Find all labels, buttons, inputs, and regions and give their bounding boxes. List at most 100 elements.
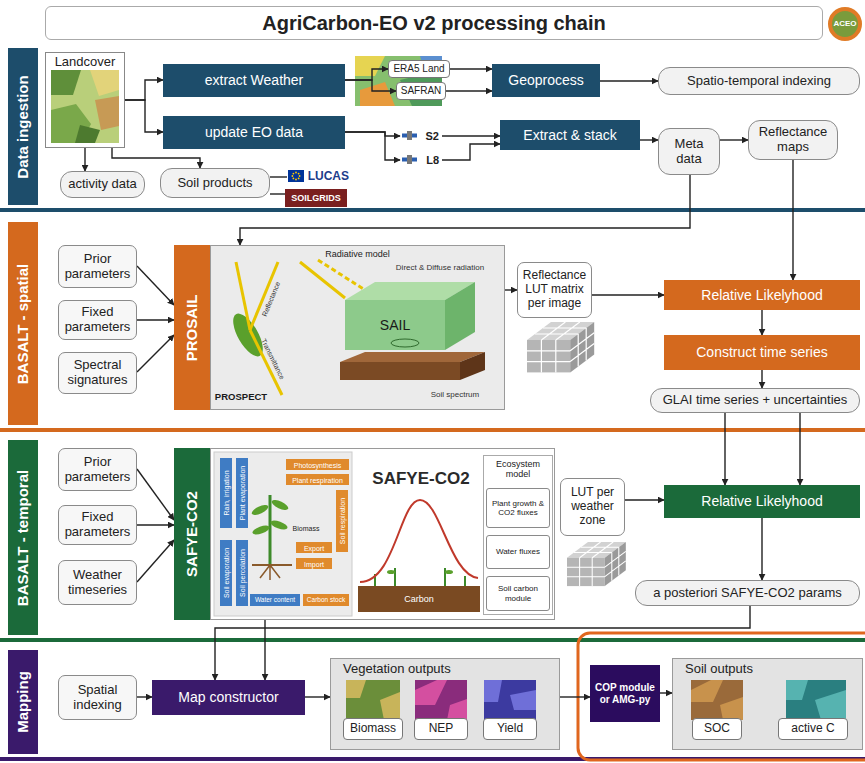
connector [600, 80, 658, 81]
input-box: Spatial indexing [58, 675, 137, 720]
node-text: Data ingestion [14, 75, 31, 178]
connector [761, 370, 762, 388]
logo-label: SOILGRIDS [285, 189, 347, 207]
node-text: ERA5 Land [393, 63, 444, 75]
node-text: SAFRAN [401, 85, 442, 97]
node-text: Prior parameters [64, 455, 131, 485]
data-pill: Meta data [658, 128, 720, 175]
node-text: LUCAS [308, 170, 349, 184]
logo-label: L8 [400, 151, 442, 169]
node-text: SOILGRIDS [291, 193, 341, 203]
process-box: Extract & stack [500, 120, 640, 150]
logo-label: S2 [400, 127, 442, 145]
connector [305, 696, 330, 697]
node-text: extract Weather [205, 72, 304, 88]
illustration-label: Plant respiration [292, 476, 343, 483]
connector [442, 144, 500, 160]
connector [720, 139, 748, 140]
connector [446, 90, 492, 91]
node-text: Vegetation outputs [343, 662, 451, 677]
connector [270, 193, 285, 194]
node-text: SAFYE-CO2 [183, 491, 200, 577]
illustration-label: Plant evaporation [239, 466, 246, 520]
input-box: LUT per weather zone [560, 478, 625, 536]
connector [84, 148, 85, 171]
process-box: Relative Likelyhood [664, 485, 860, 518]
row-band: Mapping [8, 650, 38, 754]
process-box: COP module or AMG-py [590, 665, 660, 722]
node-text: BASALT - spatial [14, 263, 31, 384]
connector [345, 69, 388, 80]
connector [215, 606, 750, 680]
logo-label: LUCAS [287, 168, 352, 186]
input-box: Reflectance LUT matrix per image [517, 262, 592, 318]
connector [137, 469, 174, 520]
data-pill: Reflectance maps [748, 120, 838, 160]
tag-box: ERA5 Land [388, 60, 450, 78]
input-box: Fixed parameters [58, 505, 137, 545]
input-box: Prior parameters [58, 245, 137, 288]
connector [799, 413, 800, 485]
input-box: Fixed parameters [58, 300, 137, 340]
node-text: Prior parameters [64, 252, 131, 282]
data-pill: activity data [60, 171, 145, 198]
input-box: Water fluxes [486, 535, 550, 569]
illustration-label: Water content [255, 597, 295, 604]
illustration-label: Carbon [404, 595, 434, 604]
node-text: SAFYE-CO2 [372, 469, 469, 489]
input-box: Spectral signatures [58, 352, 137, 394]
connector [592, 294, 664, 295]
node-text: L8 [426, 154, 439, 167]
panel: Ecosystem modelPlant growth & CO2 fluxes… [483, 455, 553, 615]
node-text: PROSAIL [183, 294, 200, 361]
node-text: Construct time series [696, 344, 827, 360]
panel: Vegetation outputsBiomass NEP Yield [330, 658, 560, 750]
node-text: Extract & stack [523, 127, 616, 143]
data-pill: a posteriori SAFYE-CO2 params [635, 580, 860, 606]
connector [560, 696, 590, 697]
node-text: Fixed parameters [64, 510, 131, 540]
node-text: Weather timeseries [64, 568, 131, 598]
node-text: Plant growth & CO2 fluxes [489, 499, 547, 517]
process-box: update EO data [163, 116, 345, 149]
connector [137, 319, 174, 320]
illustration-label: ACEO [833, 20, 856, 28]
connector [137, 524, 174, 525]
process-box: Relative Likelyhood [664, 280, 860, 310]
node-text: activity data [68, 177, 137, 192]
node-text: Meta data [664, 137, 714, 167]
connector [345, 132, 400, 160]
illustration-label: Import [304, 560, 324, 567]
input-box: Prior parameters [58, 448, 137, 491]
connector [450, 68, 492, 69]
node-text: Mapping [14, 671, 31, 733]
connector [345, 80, 396, 91]
process-box: Construct time series [664, 335, 860, 370]
node-text: Soil carbon module [489, 584, 547, 602]
tag-box: Biomass [343, 718, 403, 740]
tag-box: SOC [692, 718, 742, 740]
node-text: a posteriori SAFYE-CO2 params [653, 586, 842, 601]
node-text: Biomass [350, 722, 396, 736]
connector [125, 100, 163, 132]
node-text: Fixed parameters [64, 305, 131, 335]
connector [112, 148, 200, 168]
node-text: Soil products [177, 176, 252, 191]
node-text: NEP [429, 722, 454, 736]
node-text: Yield [497, 722, 523, 736]
tag-box: NEP [414, 718, 468, 740]
illustration-label: Soil evaporation [223, 548, 230, 598]
connector [761, 518, 762, 580]
connector [240, 175, 690, 245]
connector [264, 620, 265, 680]
illustration-label: Photosynthesis [294, 461, 341, 468]
node-text: Relative Likelyhood [701, 493, 822, 509]
input-box: Weather timeseries [58, 560, 137, 605]
row-band: PROSAIL [174, 245, 210, 410]
connector [270, 176, 287, 177]
node-text: Reflectance maps [754, 125, 832, 155]
node-text: GLAI time series + uncertainties [663, 393, 848, 408]
process-box: Geoprocess [492, 64, 600, 97]
node-text: Reflectance LUT matrix per image [523, 269, 586, 310]
